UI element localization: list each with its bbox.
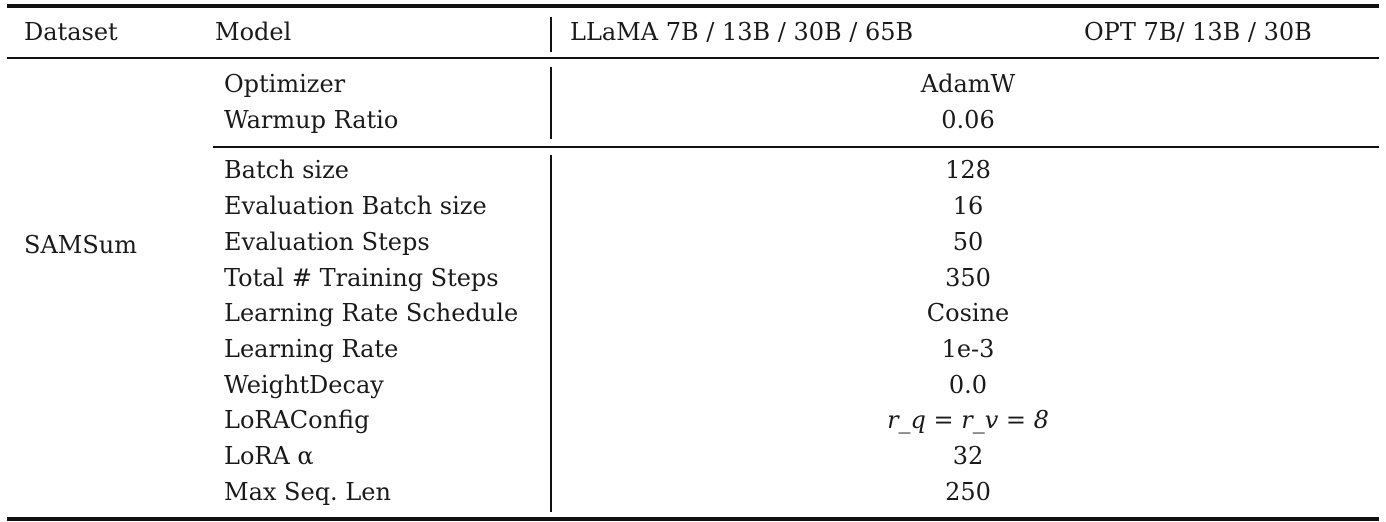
bottom-rule [7, 517, 1379, 521]
value-batch-size: 128 [945, 156, 991, 184]
header-dataset: Dataset [24, 18, 118, 46]
param-total-training-steps: Total # Training Steps [224, 264, 499, 292]
header-opt: OPT 7B/ 13B / 30B [1084, 18, 1312, 46]
param-weight-decay: WeightDecay [224, 371, 384, 399]
value-max-seq-len: 250 [945, 478, 991, 506]
value-eval-batch-size: 16 [952, 192, 984, 220]
value-lora-alpha: 32 [952, 442, 984, 470]
param-batch-size: Batch size [224, 156, 349, 184]
param-warmup-ratio: Warmup Ratio [224, 106, 399, 134]
column-divider-header [550, 17, 552, 52]
value-eval-steps: 50 [952, 228, 984, 256]
param-eval-steps: Evaluation Steps [224, 228, 430, 256]
value-learning-rate: 1e-3 [941, 335, 995, 363]
dataset-name: SAMSum [24, 231, 138, 259]
group-separator-rule [213, 146, 1379, 148]
value-lr-schedule: Cosine [926, 299, 1010, 327]
header-model: Model [215, 18, 292, 46]
value-optimizer: AdamW [920, 70, 1016, 98]
value-lora-config: r_q = r_v = 8 [887, 406, 1049, 434]
param-lora-config: LoRAConfig [224, 406, 370, 434]
value-weight-decay: 0.0 [948, 371, 988, 399]
header-rule [7, 57, 1379, 59]
param-lora-alpha: LoRA α [224, 442, 314, 470]
header-llama: LLaMA 7B / 13B / 30B / 65B [570, 18, 914, 46]
column-divider-group1 [550, 67, 552, 139]
param-lr-schedule: Learning Rate Schedule [224, 299, 519, 327]
param-optimizer: Optimizer [224, 70, 346, 98]
param-learning-rate: Learning Rate [224, 335, 399, 363]
value-warmup-ratio: 0.06 [941, 106, 995, 134]
top-rule [7, 4, 1379, 8]
param-max-seq-len: Max Seq. Len [224, 478, 391, 506]
column-divider-group2 [550, 155, 552, 512]
param-eval-batch-size: Evaluation Batch size [224, 192, 487, 220]
value-total-training-steps: 350 [945, 264, 991, 292]
